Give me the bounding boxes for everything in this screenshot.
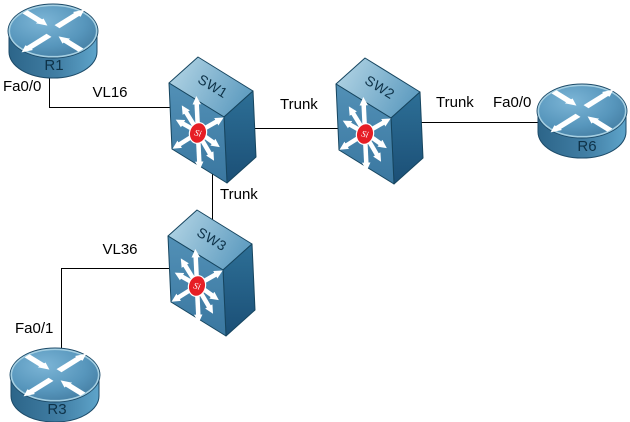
- link-r1-sw1: [49, 74, 172, 108]
- node-r1-router-icon: R1: [7, 3, 99, 79]
- link-label-trunk-sw2-r6: Trunk: [436, 94, 474, 111]
- node-r1-label: R1: [44, 57, 63, 74]
- link-label-vl36: VL36: [102, 241, 138, 258]
- node-sw1-switch-icon: Si SW1: [167, 55, 259, 185]
- interface-label-r6-fa00: Fa0/0: [493, 94, 532, 111]
- node-sw3-si-badge-label: Si: [192, 280, 202, 292]
- node-sw1-si-badge-label: Si: [193, 127, 203, 139]
- node-sw2-switch-icon: Si SW2: [334, 56, 426, 186]
- link-label-vl16: VL16: [92, 84, 128, 101]
- node-r3-label: R3: [47, 401, 66, 418]
- node-r6-label: R6: [577, 138, 596, 155]
- interface-label-r1-fa00: Fa0/0: [3, 78, 42, 95]
- link-sw3-r3: [61, 268, 172, 350]
- link-label-trunk-sw1-sw2: Trunk: [280, 96, 318, 113]
- link-label-trunk-sw1-sw3: Trunk: [220, 186, 258, 203]
- node-sw3-switch-icon: Si SW3: [166, 208, 258, 338]
- interface-label-r3-fa01: Fa0/1: [15, 320, 54, 337]
- node-sw2-si-badge-label: Si: [360, 128, 370, 140]
- node-r3-router-icon: R3: [9, 347, 101, 422]
- node-r6-router-icon: R6: [536, 83, 628, 159]
